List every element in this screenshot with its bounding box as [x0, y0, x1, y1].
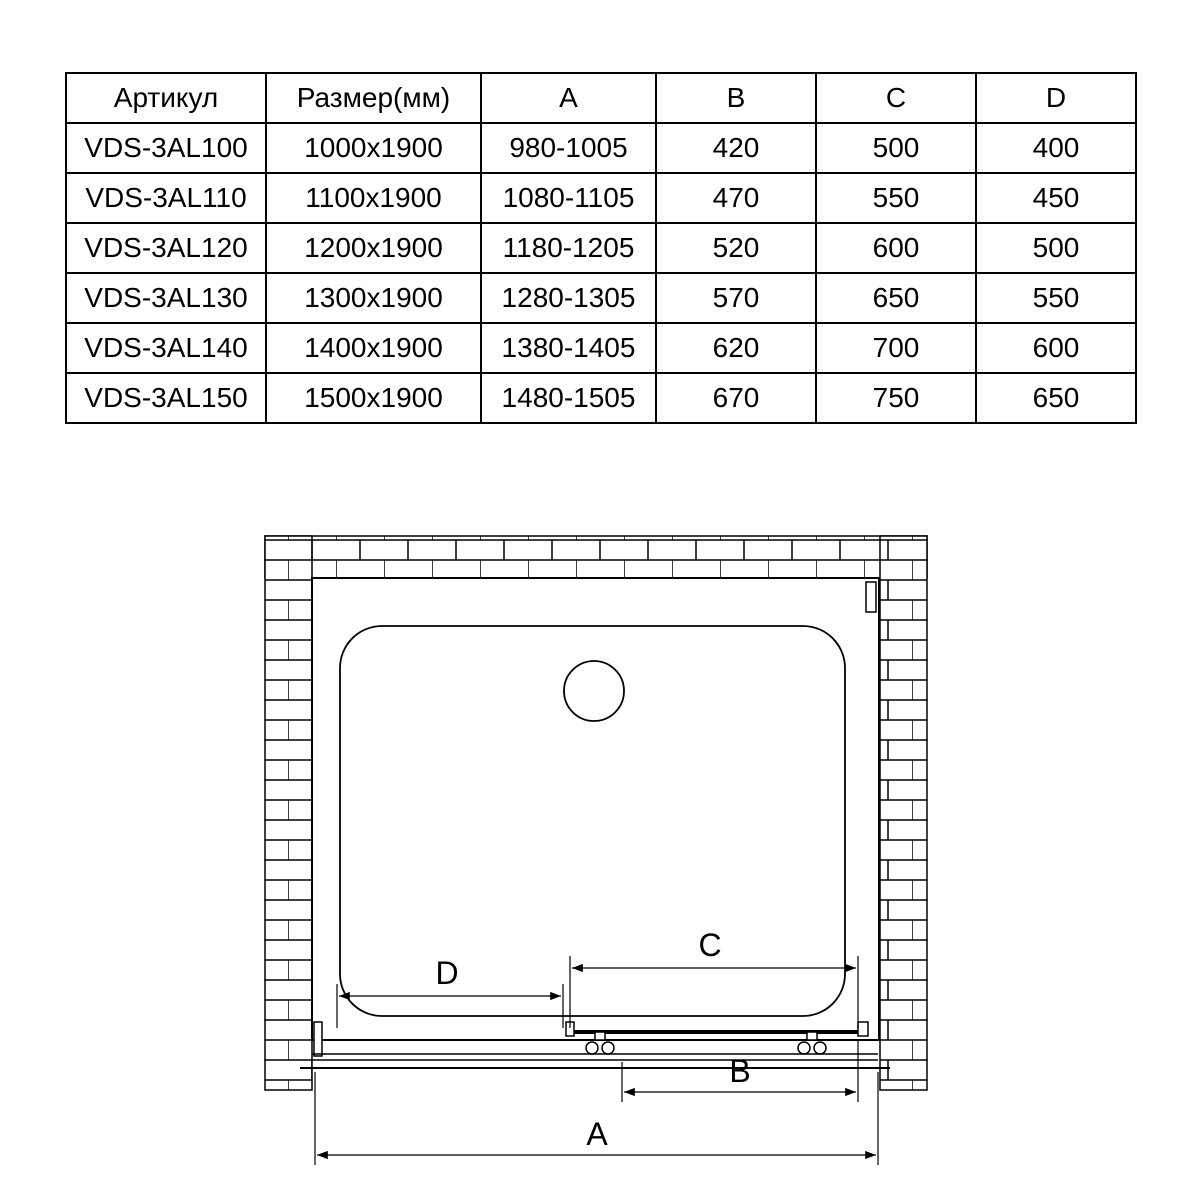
column-header-b: B: [655, 72, 817, 124]
column-header-article: Артикул: [65, 72, 267, 124]
table-cell: 500: [815, 122, 977, 174]
roller-hanger-right: [806, 1031, 818, 1041]
table-cell: VDS-3AL120: [65, 222, 267, 274]
table-cell: 650: [815, 272, 977, 324]
table-cell: 550: [815, 172, 977, 224]
table-cell: 520: [655, 222, 817, 274]
shower-tray: [339, 625, 846, 1017]
sliding-door-assembly: [300, 1021, 890, 1069]
table-cell: VDS-3AL110: [65, 172, 267, 224]
table-cell: VDS-3AL150: [65, 372, 267, 424]
table-cell: 500: [975, 222, 1137, 274]
door-roller: [601, 1041, 615, 1055]
table-cell: 1180-1205: [480, 222, 657, 274]
brick-wall-right: [879, 535, 928, 1091]
table-cell: 1200x1900: [265, 222, 482, 274]
table-cell: 1000x1900: [265, 122, 482, 174]
table-cell: 600: [975, 322, 1137, 374]
table-cell: 600: [815, 222, 977, 274]
spec-table-head: Артикул Размер(мм) A B C D: [65, 72, 1137, 124]
dimension-b-label: B: [729, 1053, 750, 1089]
table-cell: 470: [655, 172, 817, 224]
technical-drawing: C D B A: [264, 535, 928, 1165]
table-cell: 1380-1405: [480, 322, 657, 374]
door-roller: [585, 1041, 599, 1055]
dimension-c: C: [569, 927, 859, 1028]
table-cell: 450: [975, 172, 1137, 224]
brick-wall-top: [264, 535, 928, 579]
table-cell: 1500x1900: [265, 372, 482, 424]
drain-circle: [563, 660, 625, 722]
table-cell: 750: [815, 372, 977, 424]
table-cell: 700: [815, 322, 977, 374]
door-roller: [797, 1041, 811, 1055]
table-cell: 1300x1900: [265, 272, 482, 324]
table-cell: VDS-3AL100: [65, 122, 267, 174]
table-cell: 570: [655, 272, 817, 324]
table-cell: 650: [975, 372, 1137, 424]
brick-wall-left: [264, 535, 313, 1091]
table-cell: VDS-3AL130: [65, 272, 267, 324]
table-cell: 1100x1900: [265, 172, 482, 224]
table-header-row: Артикул Размер(мм) A B C D: [65, 72, 1137, 124]
table-cell: 420: [655, 122, 817, 174]
dimension-d-label: D: [435, 955, 458, 991]
table-cell: 1080-1105: [480, 172, 657, 224]
table-cell: 980-1005: [480, 122, 657, 174]
wall-profile-left: [313, 1021, 323, 1057]
table-cell: 1280-1305: [480, 272, 657, 324]
column-header-c: C: [815, 72, 977, 124]
table-cell: VDS-3AL140: [65, 322, 267, 374]
dimension-b: B: [621, 1040, 859, 1102]
wall-profile-top-right: [865, 581, 877, 613]
dimension-a: A: [314, 1072, 879, 1165]
table-cell: 670: [655, 372, 817, 424]
column-header-d: D: [975, 72, 1137, 124]
door-roller: [813, 1041, 827, 1055]
table-cell: 1400x1900: [265, 322, 482, 374]
enclosure-inner-wall: [311, 577, 880, 1041]
dimension-c-label: C: [698, 927, 721, 963]
table-cell: 1480-1505: [480, 372, 657, 424]
panel-bracket-right: [857, 1021, 869, 1037]
column-header-size: Размер(мм): [265, 72, 482, 124]
table-cell: 550: [975, 272, 1137, 324]
table-cell: 400: [975, 122, 1137, 174]
dimension-d: D: [336, 955, 564, 1028]
column-header-a: A: [480, 72, 657, 124]
roller-hanger-left: [594, 1031, 606, 1041]
brick-walls: [264, 535, 928, 1091]
table-cell: 620: [655, 322, 817, 374]
dimension-a-label: A: [586, 1116, 608, 1152]
